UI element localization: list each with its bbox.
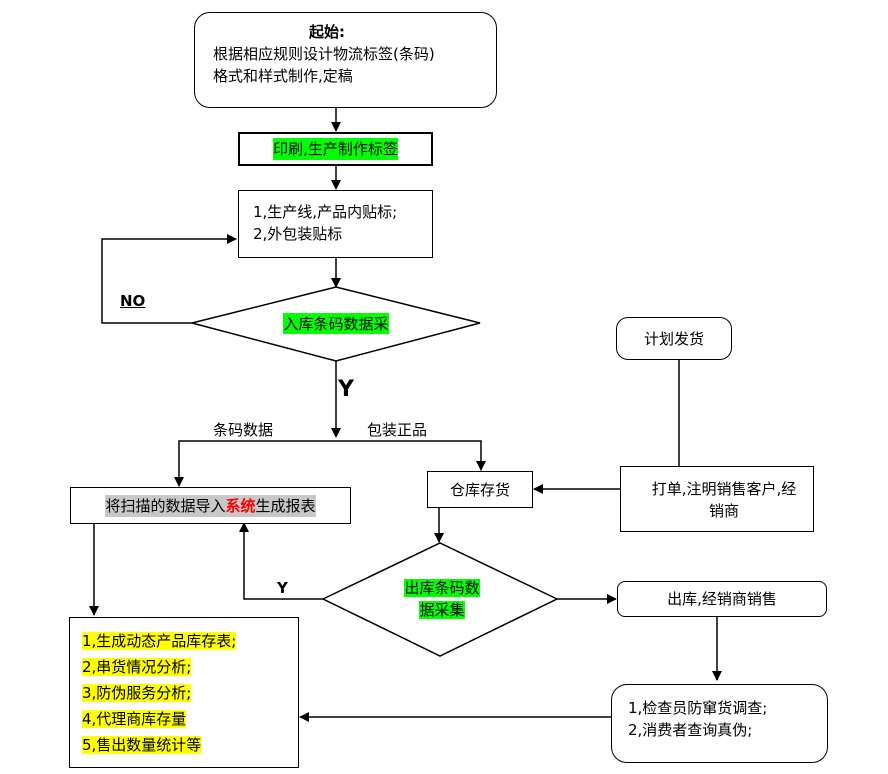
- order-box: 打单,注明销售客户,经 销商: [620, 466, 814, 532]
- labeling-line1: 1,生产线,产品内贴标;: [253, 203, 398, 221]
- warehouse-box: 仓库存货: [427, 471, 533, 508]
- labeling-box: 1,生产线,产品内贴标; 2,外包装贴标: [238, 190, 433, 258]
- report-item: 5,售出数量统计等: [82, 736, 202, 754]
- no-label: NO: [120, 292, 146, 310]
- plan-shipment-box: 计划发货: [616, 317, 732, 360]
- report-box: 1,生成动态产品库存表; 2,串货情况分析; 3,防伪服务分析; 4,代理商库存…: [69, 617, 299, 768]
- outbound-sale-box: 出库,经销商销售: [617, 581, 827, 617]
- decision-inbound-label: 入库条码数据采: [283, 312, 389, 334]
- print-label-box: 印刷,生产制作标签: [238, 132, 433, 166]
- print-label-text: 印刷,生产制作标签: [273, 138, 398, 160]
- branch-packaged-goods-label: 包装正品: [367, 421, 428, 439]
- import-data-box: 将扫描的数据导入系统生成报表: [70, 487, 351, 524]
- start-line1: 根据相应规则设计物流标签(条码): [213, 45, 435, 63]
- decision-outbound-label: 出库条码数 据采集: [404, 579, 480, 619]
- decision-outbound-diamond: [321, 542, 559, 657]
- report-item: 2,串货情况分析;: [82, 658, 192, 676]
- start-line2: 格式和样式制作,定稿: [213, 67, 353, 85]
- yes-label-outbound: Y: [277, 579, 288, 597]
- yes-label-main: Y: [338, 377, 354, 402]
- report-item: 3,防伪服务分析;: [82, 684, 192, 702]
- report-item: 4,代理商库存量: [82, 710, 187, 728]
- start-title: 起始:: [309, 23, 345, 41]
- start-box: 起始: 根据相应规则设计物流标签(条码) 格式和样式制作,定稿: [194, 12, 497, 108]
- labeling-line2: 2,外包装贴标: [253, 225, 343, 243]
- inspection-box: 1,检查员防窜货调查; 2,消费者查询真伪;: [611, 684, 828, 763]
- system-highlight: 系统: [225, 496, 256, 515]
- import-data-text: 将扫描的数据导入系统生成报表: [105, 494, 316, 517]
- branch-barcode-data-label: 条码数据: [213, 421, 274, 439]
- report-item: 1,生成动态产品库存表;: [82, 632, 237, 650]
